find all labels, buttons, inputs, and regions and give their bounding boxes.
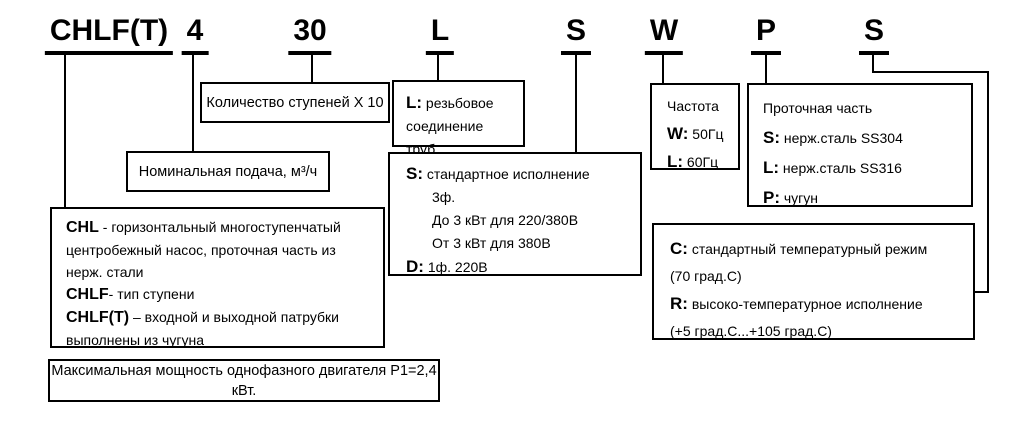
series-box: CHL - горизонтальный многоступенчатый це… bbox=[50, 207, 385, 348]
execution-code-letter: S: bbox=[406, 164, 423, 183]
connector-material-line bbox=[765, 55, 767, 83]
series-code: CHL bbox=[66, 219, 99, 236]
temperature-item: (+5 град.С...+105 град.С) bbox=[670, 323, 832, 339]
temperature-code-letter: C: bbox=[670, 239, 688, 258]
frequency-code-letter: W: bbox=[667, 124, 689, 143]
frequency-item-text: 50Гц bbox=[688, 126, 724, 142]
series-item-text: – входной и выходной патрубки выполнены … bbox=[66, 309, 339, 348]
execution-item: S: стандартное исполнение bbox=[406, 162, 640, 186]
code-temperature-s: S bbox=[858, 12, 890, 55]
flow-part-code-letter: P: bbox=[763, 188, 780, 207]
series-code: CHLF bbox=[66, 286, 109, 303]
connector-temp-line-down bbox=[872, 55, 874, 73]
series-item-text: - тип ступени bbox=[108, 286, 195, 302]
series-item: CHLF- тип ступени bbox=[66, 283, 371, 306]
connector-temp-line-across bbox=[872, 71, 989, 73]
flow-part-item-text: чугун bbox=[780, 190, 819, 206]
temperature-item: R: высоко-температурное исполнение bbox=[670, 290, 973, 318]
flow-part-code-letter: S: bbox=[763, 128, 780, 147]
connector-frequency-line bbox=[662, 55, 664, 83]
flow-part-item-text: нерж.сталь SS316 bbox=[779, 160, 902, 176]
series-item: CHL - горизонтальный многоступенчатый це… bbox=[66, 216, 371, 283]
code-frequency-w: W bbox=[644, 12, 684, 55]
pipe-code-letter: L: bbox=[406, 93, 423, 112]
code-stages-30: 30 bbox=[288, 12, 332, 55]
frequency-code-letter: L: bbox=[667, 152, 684, 171]
nominal-flow-text: Номинальная подача, м³/ч bbox=[138, 163, 318, 180]
connector-temp-line-into-box bbox=[975, 291, 989, 293]
execution-item-text: 1ф. 220В bbox=[423, 259, 488, 275]
code-material-p: P bbox=[750, 12, 782, 55]
frequency-box: Частота W: 50Гц L: 60Гц bbox=[650, 83, 740, 171]
code-chlft: CHLF(T) bbox=[44, 12, 174, 55]
frequency-item: L: 60Гц bbox=[667, 148, 738, 176]
execution-item: До 3 кВт для 220/380В bbox=[432, 212, 579, 228]
temperature-box: C: стандартный температурный режим (70 г… bbox=[652, 223, 975, 340]
frequency-title: Частота bbox=[667, 98, 719, 114]
flow-part-item-text: нерж.сталь SS304 bbox=[780, 130, 903, 146]
max-power-text: Максимальная мощность однофазного двигат… bbox=[51, 362, 437, 399]
series-code: CHLF(T) bbox=[66, 309, 130, 326]
temperature-item-text: стандартный температурный режим bbox=[687, 241, 928, 257]
execution-item: D: 1ф. 220В bbox=[406, 255, 640, 279]
connector-chlft-line bbox=[64, 55, 66, 207]
code-execution-s: S bbox=[560, 12, 592, 55]
series-item-text: - горизонтальный многоступенчатый центро… bbox=[66, 219, 341, 280]
nominal-flow-box: Номинальная подача, м³/ч bbox=[126, 151, 330, 192]
code-connection-l: L bbox=[425, 12, 455, 55]
max-power-box: Максимальная мощность однофазного двигат… bbox=[48, 359, 440, 402]
frequency-item-text: 60Гц bbox=[683, 154, 719, 170]
temperature-item: C: стандартный температурный режим bbox=[670, 235, 973, 263]
flow-part-item: L: нерж.сталь SS316 bbox=[763, 153, 971, 183]
temperature-code-letter: R: bbox=[670, 294, 688, 313]
stages-text: Количество ступеней X 10 bbox=[206, 94, 384, 111]
execution-item: От 3 кВт для 380В bbox=[432, 235, 551, 251]
flow-part-box: Проточная часть S: нерж.сталь SS304 L: н… bbox=[747, 83, 973, 207]
flow-part-title: Проточная часть bbox=[763, 100, 873, 116]
code-flow-4: 4 bbox=[181, 12, 209, 55]
connector-execution-line bbox=[575, 55, 577, 152]
stages-box: Количество ступеней X 10 bbox=[200, 82, 390, 123]
frequency-item: W: 50Гц bbox=[667, 120, 738, 148]
temperature-item-text: высоко-температурное исполнение bbox=[687, 296, 923, 312]
connector-stages-line bbox=[311, 55, 313, 82]
execution-item-text: стандартное исполнение bbox=[423, 166, 590, 182]
flow-part-code-letter: L: bbox=[763, 158, 780, 177]
connector-temp-line-right bbox=[987, 71, 989, 293]
series-item: CHLF(T) – входной и выходной патрубки вы… bbox=[66, 306, 371, 351]
connector-connection-line bbox=[437, 55, 439, 81]
flow-part-item: S: нерж.сталь SS304 bbox=[763, 123, 971, 153]
flow-part-item: P: чугун bbox=[763, 183, 971, 213]
execution-box: S: стандартное исполнение 3ф. До 3 кВт д… bbox=[388, 152, 642, 276]
temperature-item: (70 град.С) bbox=[670, 268, 742, 284]
connector-flow-line bbox=[192, 55, 194, 151]
pipe-connection-box: L: резьбовое соединение труб bbox=[392, 80, 525, 157]
execution-code-letter: D: bbox=[406, 257, 424, 276]
execution-item: 3ф. bbox=[432, 189, 456, 205]
